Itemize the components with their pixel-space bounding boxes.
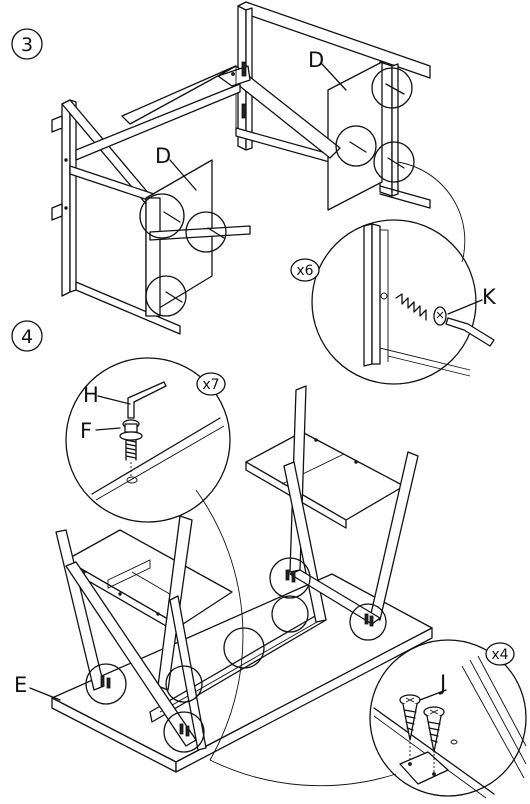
label-screw-j: J — [438, 671, 446, 695]
panel-d-left — [145, 159, 251, 317]
step-4-number: 4 — [21, 326, 33, 348]
step-3-badge: 3 — [11, 28, 43, 60]
step-3-illustration: 3 — [11, 1, 497, 385]
label-panel-d-right: D — [308, 48, 324, 72]
panel-d-right — [327, 61, 383, 211]
qty-screw-k: x6 — [296, 263, 313, 279]
back-frame — [235, 1, 431, 209]
label-panel-d-left: D — [155, 144, 171, 168]
bolt-callouts-step4 — [85, 557, 387, 753]
zoom-detail-j: J x4 — [369, 639, 527, 799]
label-screw-k: K — [482, 285, 497, 309]
step-4-badge: 4 — [11, 320, 43, 352]
qty-bolt-f: x7 — [202, 377, 219, 393]
qty-badge-k: x6 — [290, 258, 320, 282]
left-leg-frame — [55, 515, 233, 751]
zoom-detail-hf: H F x7 — [65, 357, 231, 523]
step-4-illustration: 4 H F x7 — [11, 320, 527, 799]
qty-screw-j: x4 — [491, 647, 508, 663]
zoom-detail-k: K x6 — [290, 161, 497, 385]
qty-badge-j: x4 — [485, 642, 515, 666]
step-3-number: 3 — [21, 34, 33, 56]
label-tabletop-e: E — [14, 673, 27, 697]
label-allen-key-h: H — [83, 383, 99, 407]
label-bolt-f: F — [80, 419, 92, 443]
right-leg-frame — [245, 385, 419, 625]
qty-badge-f: x7 — [196, 372, 226, 396]
screw-callouts-step3 — [139, 67, 415, 317]
